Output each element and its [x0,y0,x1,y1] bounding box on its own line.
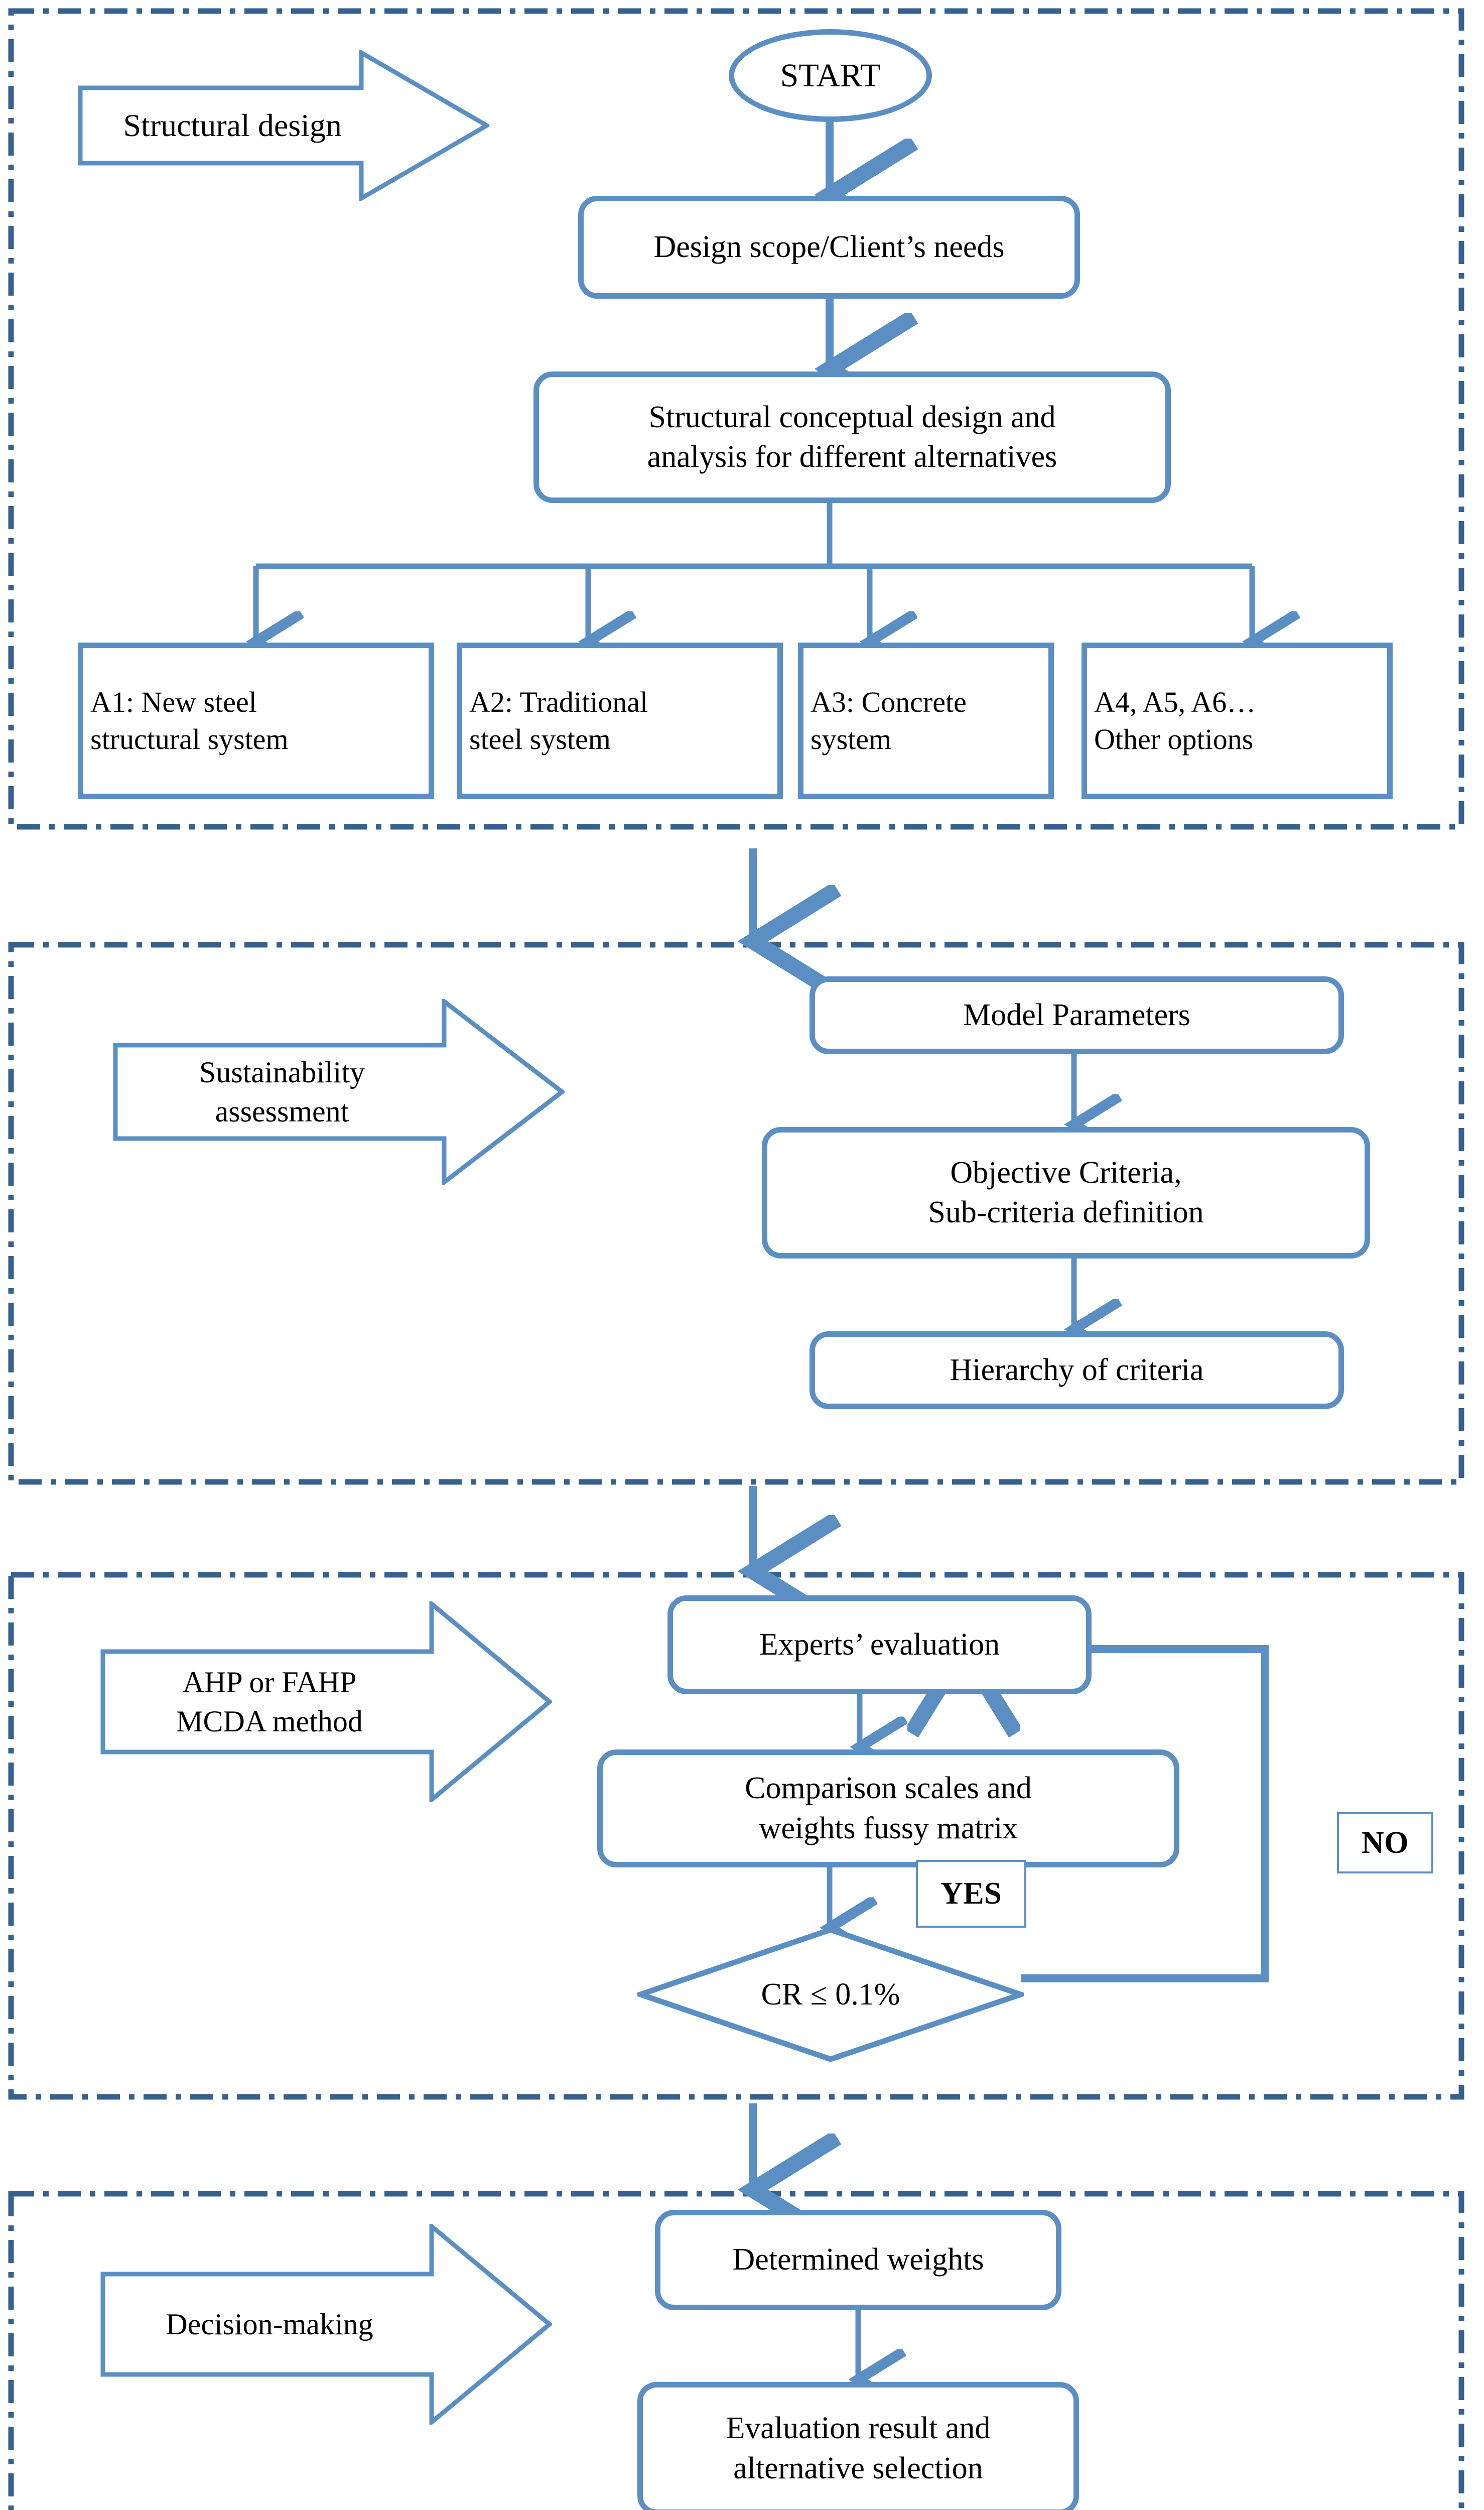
node-alternative-4[interactable]: A4, A5, A6… Other options [1082,643,1393,799]
block-arrow-shape [100,1599,554,1805]
node-experts-evaluation-label: Experts’ evaluation [759,1627,1000,1662]
node-hierarchy-of-criteria-label: Hierarchy of criteria [950,1352,1204,1387]
block-arrow-shape [113,996,566,1187]
stage-arrow-structural-design: Structural design [78,49,491,202]
edge-label-no-text: NO [1362,1825,1409,1860]
node-alternative-3-label: A3: Concrete system [811,685,967,756]
stage-arrow-label: AHP or FAHP MCDA method [176,1666,363,1738]
node-conceptual-design[interactable]: Structural conceptual design and analysi… [533,371,1171,503]
node-determined-weights-label: Determined weights [732,2242,984,2277]
node-alternative-1[interactable]: A1: New steel structural system [78,643,434,799]
stage-arrow-label: Structural design [123,107,342,144]
node-decision-cr-label: CR ≤ 0.1% [761,1977,900,2012]
node-determined-weights[interactable]: Determined weights [655,2210,1061,2310]
node-alternative-2-label: A2: Traditional steel system [469,685,648,756]
node-alternative-2[interactable]: A2: Traditional steel system [457,643,783,799]
node-alternative-4-label: A4, A5, A6… Other options [1094,685,1256,756]
node-design-scope-label: Design scope/Client’s needs [653,229,1005,264]
node-objective-criteria[interactable]: Objective Criteria, Sub-criteria definit… [762,1127,1370,1259]
diamond-shape [631,1927,1030,2062]
edge-label-yes: YES [916,1860,1026,1928]
node-experts-evaluation[interactable]: Experts’ evaluation [667,1595,1092,1694]
node-hierarchy-of-criteria[interactable]: Hierarchy of criteria [810,1331,1344,1409]
stage-arrow-decision-making: Decision-making [100,2221,554,2427]
stage-arrow-label: Decision-making [166,2308,373,2341]
node-alternative-3[interactable]: A3: Concrete system [798,643,1054,799]
block-arrow-shape [78,49,491,202]
node-start-label: START [780,57,881,94]
stage-arrow-mcda-method: AHP or FAHP MCDA method [100,1599,554,1805]
node-model-parameters[interactable]: Model Parameters [810,976,1344,1054]
node-design-scope[interactable]: Design scope/Client’s needs [578,196,1080,299]
edge-label-yes-text: YES [940,1876,1002,1911]
node-start[interactable]: START [729,29,932,122]
node-comparison-scales-label: Comparison scales and weights fussy matr… [745,1771,1032,1845]
node-evaluation-result[interactable]: Evaluation result and alternative select… [637,2382,1079,2510]
node-decision-cr[interactable]: CR ≤ 0.1% [631,1927,1030,2062]
node-objective-criteria-label: Objective Criteria, Sub-criteria definit… [928,1155,1204,1229]
node-evaluation-result-label: Evaluation result and alternative select… [726,2411,991,2485]
node-model-parameters-label: Model Parameters [963,997,1190,1032]
block-arrow-shape [100,2221,554,2427]
stage-arrow-sustainability-assessment: Sustainability assessment [113,996,566,1187]
edge-label-no: NO [1337,1812,1433,1873]
node-comparison-scales[interactable]: Comparison scales and weights fussy matr… [597,1749,1179,1867]
node-conceptual-design-label: Structural conceptual design and analysi… [647,400,1057,474]
stage-arrow-label: Sustainability assessment [199,1056,365,1128]
node-alternative-1-label: A1: New steel structural system [90,685,289,756]
